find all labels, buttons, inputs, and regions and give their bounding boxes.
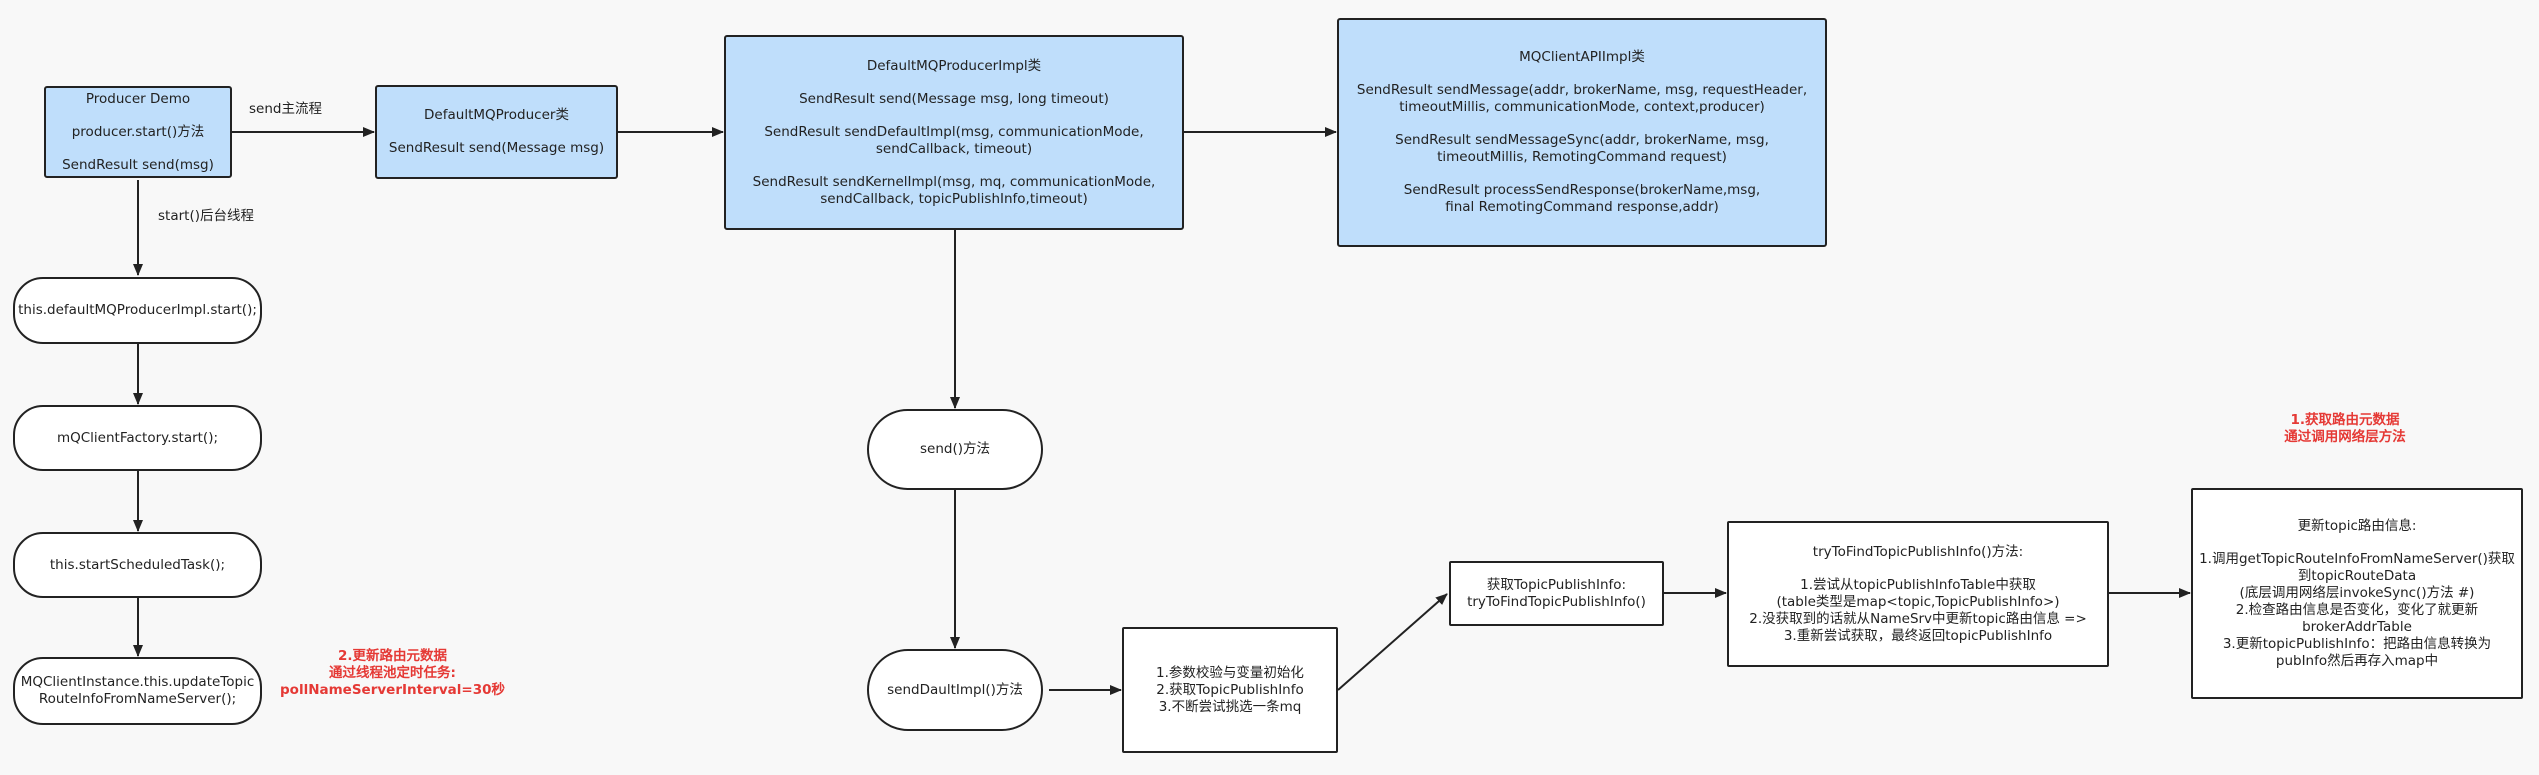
text-line: 通过线程池定时任务: [329, 665, 456, 681]
text-line: this.defaultMQProducerImpl.start(); [18, 302, 257, 318]
text-line: SendResult processSendResponse(brokerNam… [1403, 182, 1761, 198]
text-line: pubInfo然后再存入map中 [2275, 652, 2439, 669]
get-topic-publish-info-box: 获取TopicPublishInfo:tryToFindTopicPublish… [1449, 561, 1664, 626]
send-default-impl-node: sendDaultImpl()方法 [867, 649, 1043, 731]
text-line: final RemotingCommand response,addr) [1445, 199, 1719, 215]
text-line: 1.参数校验与变量初始化 [1156, 664, 1304, 681]
text-line: DefaultMQProducer类 [424, 107, 569, 123]
text-line: tryToFindTopicPublishInfo()方法: [1812, 543, 2024, 560]
text-line: 通过调用网络层方法 [2284, 429, 2406, 445]
text-line: (table类型是map<topic,TopicPublishInfo>) [1776, 593, 2060, 610]
arrow-steps-to-gettopic [1337, 593, 1448, 691]
text-line: 更新topic路由信息: [2297, 517, 2417, 534]
text-line: 到topicRouteData [2297, 567, 2417, 584]
text-line: SendResult sendKernelImpl(msg, mq, commu… [752, 173, 1156, 190]
text-line: sendCallback, topicPublishInfo,timeout) [820, 190, 1088, 207]
text-line: 1.调用getTopicRouteInfoFromNameServer()获取 [2199, 550, 2515, 567]
text-line: Producer Demo [85, 90, 191, 107]
text-line: mQClientFactory.start(); [56, 429, 219, 446]
text-line: 1.获取路由元数据 [2290, 412, 2400, 428]
text-line: RouteInfoFromNameServer(); [38, 691, 237, 707]
producer-demo-box: Producer Demo producer.start()方法 SendResul… [44, 86, 232, 178]
text-line: tryToFindTopicPublishInfo() [1467, 593, 1646, 610]
text-line: timeoutMillis, communicationMode, contex… [1399, 99, 1765, 115]
text-line: SendResult send(Message msg, long timeou… [799, 90, 1109, 107]
mq-client-api-impl-box: MQClientAPIImpl类 SendResult sendMessage(a… [1337, 18, 1827, 247]
text-line: 3.不断尝试挑选一条mq [1158, 698, 1302, 715]
try-to-find-box: tryToFindTopicPublishInfo()方法: 1.尝试从topic… [1727, 521, 2109, 667]
text-line: 1.尝试从topicPublishInfoTable中获取 [1800, 576, 2036, 593]
default-mq-producer-box: DefaultMQProducer类 SendResult send(Messag… [375, 85, 618, 179]
text-line: this.startScheduledTask(); [49, 556, 226, 573]
start-background-thread-label: start()后台线程 [158, 208, 254, 224]
text-line: SendResult sendMessage(addr, brokerName,… [1356, 82, 1808, 98]
text-line: timeoutMillis, RemotingCommand request) [1437, 149, 1727, 165]
text-line: pollNameServerInterval=30秒 [280, 682, 506, 698]
factory-start-node: mQClientFactory.start(); [13, 405, 262, 471]
default-mq-producer-impl-box: DefaultMQProducerImpl类 SendResult send(Me… [724, 35, 1184, 230]
text-line: SendResult sendMessageSync(addr, brokerN… [1395, 132, 1769, 148]
scheduled-task-node: this.startScheduledTask(); [13, 532, 262, 598]
text-line: 2.检查路由信息是否变化，变化了就更新 [2235, 601, 2479, 618]
update-route-data-annotation: 2.更新路由元数据通过线程池定时任务:pollNameServerInterva… [280, 648, 505, 699]
text-line: MQClientAPIImpl类 [1519, 49, 1645, 65]
send-method-node: send()方法 [867, 409, 1043, 490]
update-route-info-box: 更新topic路由信息: 1.调用getTopicRouteInfoFromNam… [2191, 488, 2523, 699]
text-line: 2.更新路由元数据 [337, 648, 448, 664]
fetch-route-data-annotation: 1.获取路由元数据通过调用网络层方法 [2270, 412, 2420, 446]
text-line: producer.start()方法 [71, 123, 205, 140]
text-line: send()方法 [920, 441, 990, 457]
text-line: 获取TopicPublishInfo: [1486, 576, 1627, 593]
text-line: SendResult send(Message msg) [388, 140, 605, 156]
text-line: brokerAddrTable [2302, 618, 2412, 635]
text-line: (底层调用网络层invokeSync()方法 #) [2239, 584, 2475, 601]
send-main-flow-label: send主流程 [249, 101, 322, 117]
text-line: sendDaultImpl()方法 [887, 681, 1023, 698]
text-line: SendResult send(msg) [62, 156, 214, 173]
text-line: DefaultMQProducerImpl类 [866, 57, 1042, 74]
text-line: SendResult sendDefaultImpl(msg, communic… [764, 123, 1144, 140]
text-line: MQClientInstance.this.updateTopic [20, 674, 255, 690]
text-line: 2.获取TopicPublishInfo [1156, 681, 1304, 698]
text-line: 3.更新topicPublishInfo：把路由信息转换为 [2222, 635, 2492, 652]
text-line: sendCallback, timeout) [875, 140, 1033, 157]
text-line: 2.没获取到的话就从NameSrv中更新topic路由信息 => [1749, 610, 2087, 627]
text-line: 3.重新尝试获取，最终返回topicPublishInfo [1783, 627, 2053, 644]
impl-start-node: this.defaultMQProducerImpl.start(); [13, 277, 262, 344]
